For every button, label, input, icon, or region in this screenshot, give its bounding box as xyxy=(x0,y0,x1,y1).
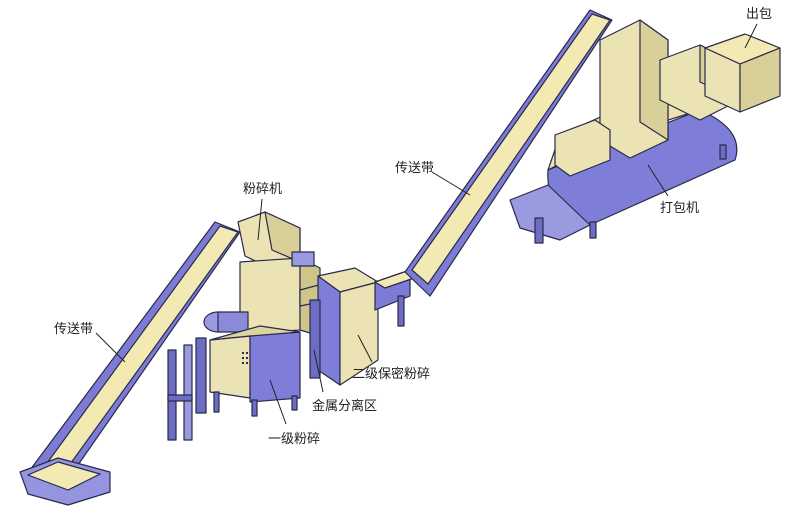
label-baler: 打包机 xyxy=(660,201,699,216)
label-baler-group: 打包机 xyxy=(647,164,699,216)
label-crusher-group: 粉碎机 xyxy=(243,182,282,241)
middle-conveyor xyxy=(374,9,613,327)
label-crusher: 粉碎机 xyxy=(243,182,282,197)
label-metal-separation: 金属分离区 xyxy=(312,398,377,414)
left-belt-surface xyxy=(41,225,239,479)
left-conveyor xyxy=(19,221,241,506)
label-secondary-shred: 二级保密粉碎 xyxy=(352,366,430,382)
left-conveyor-supports xyxy=(167,337,207,441)
label-belt-middle-group: 传送带 xyxy=(395,161,471,196)
label-primary-shred: 一级粉碎 xyxy=(268,432,320,447)
label-belt-left: 传送带 xyxy=(54,322,93,337)
metal-separation-unit xyxy=(309,267,379,386)
label-output-bale: 出包 xyxy=(746,7,772,22)
label-output-bale-group: 出包 xyxy=(744,7,772,49)
label-belt-left-group: 传送带 xyxy=(54,322,126,363)
middle-belt-surface xyxy=(411,13,611,285)
label-belt-middle: 传送带 xyxy=(395,161,434,176)
crusher-unit xyxy=(203,211,331,417)
label-secondary-shred-group: 二级保密粉碎 xyxy=(352,334,430,382)
label-metal-separation-group: 金属分离区 xyxy=(312,349,377,414)
label-primary-shred-group: 一级粉碎 xyxy=(268,379,320,447)
output-bale-box xyxy=(704,33,781,113)
